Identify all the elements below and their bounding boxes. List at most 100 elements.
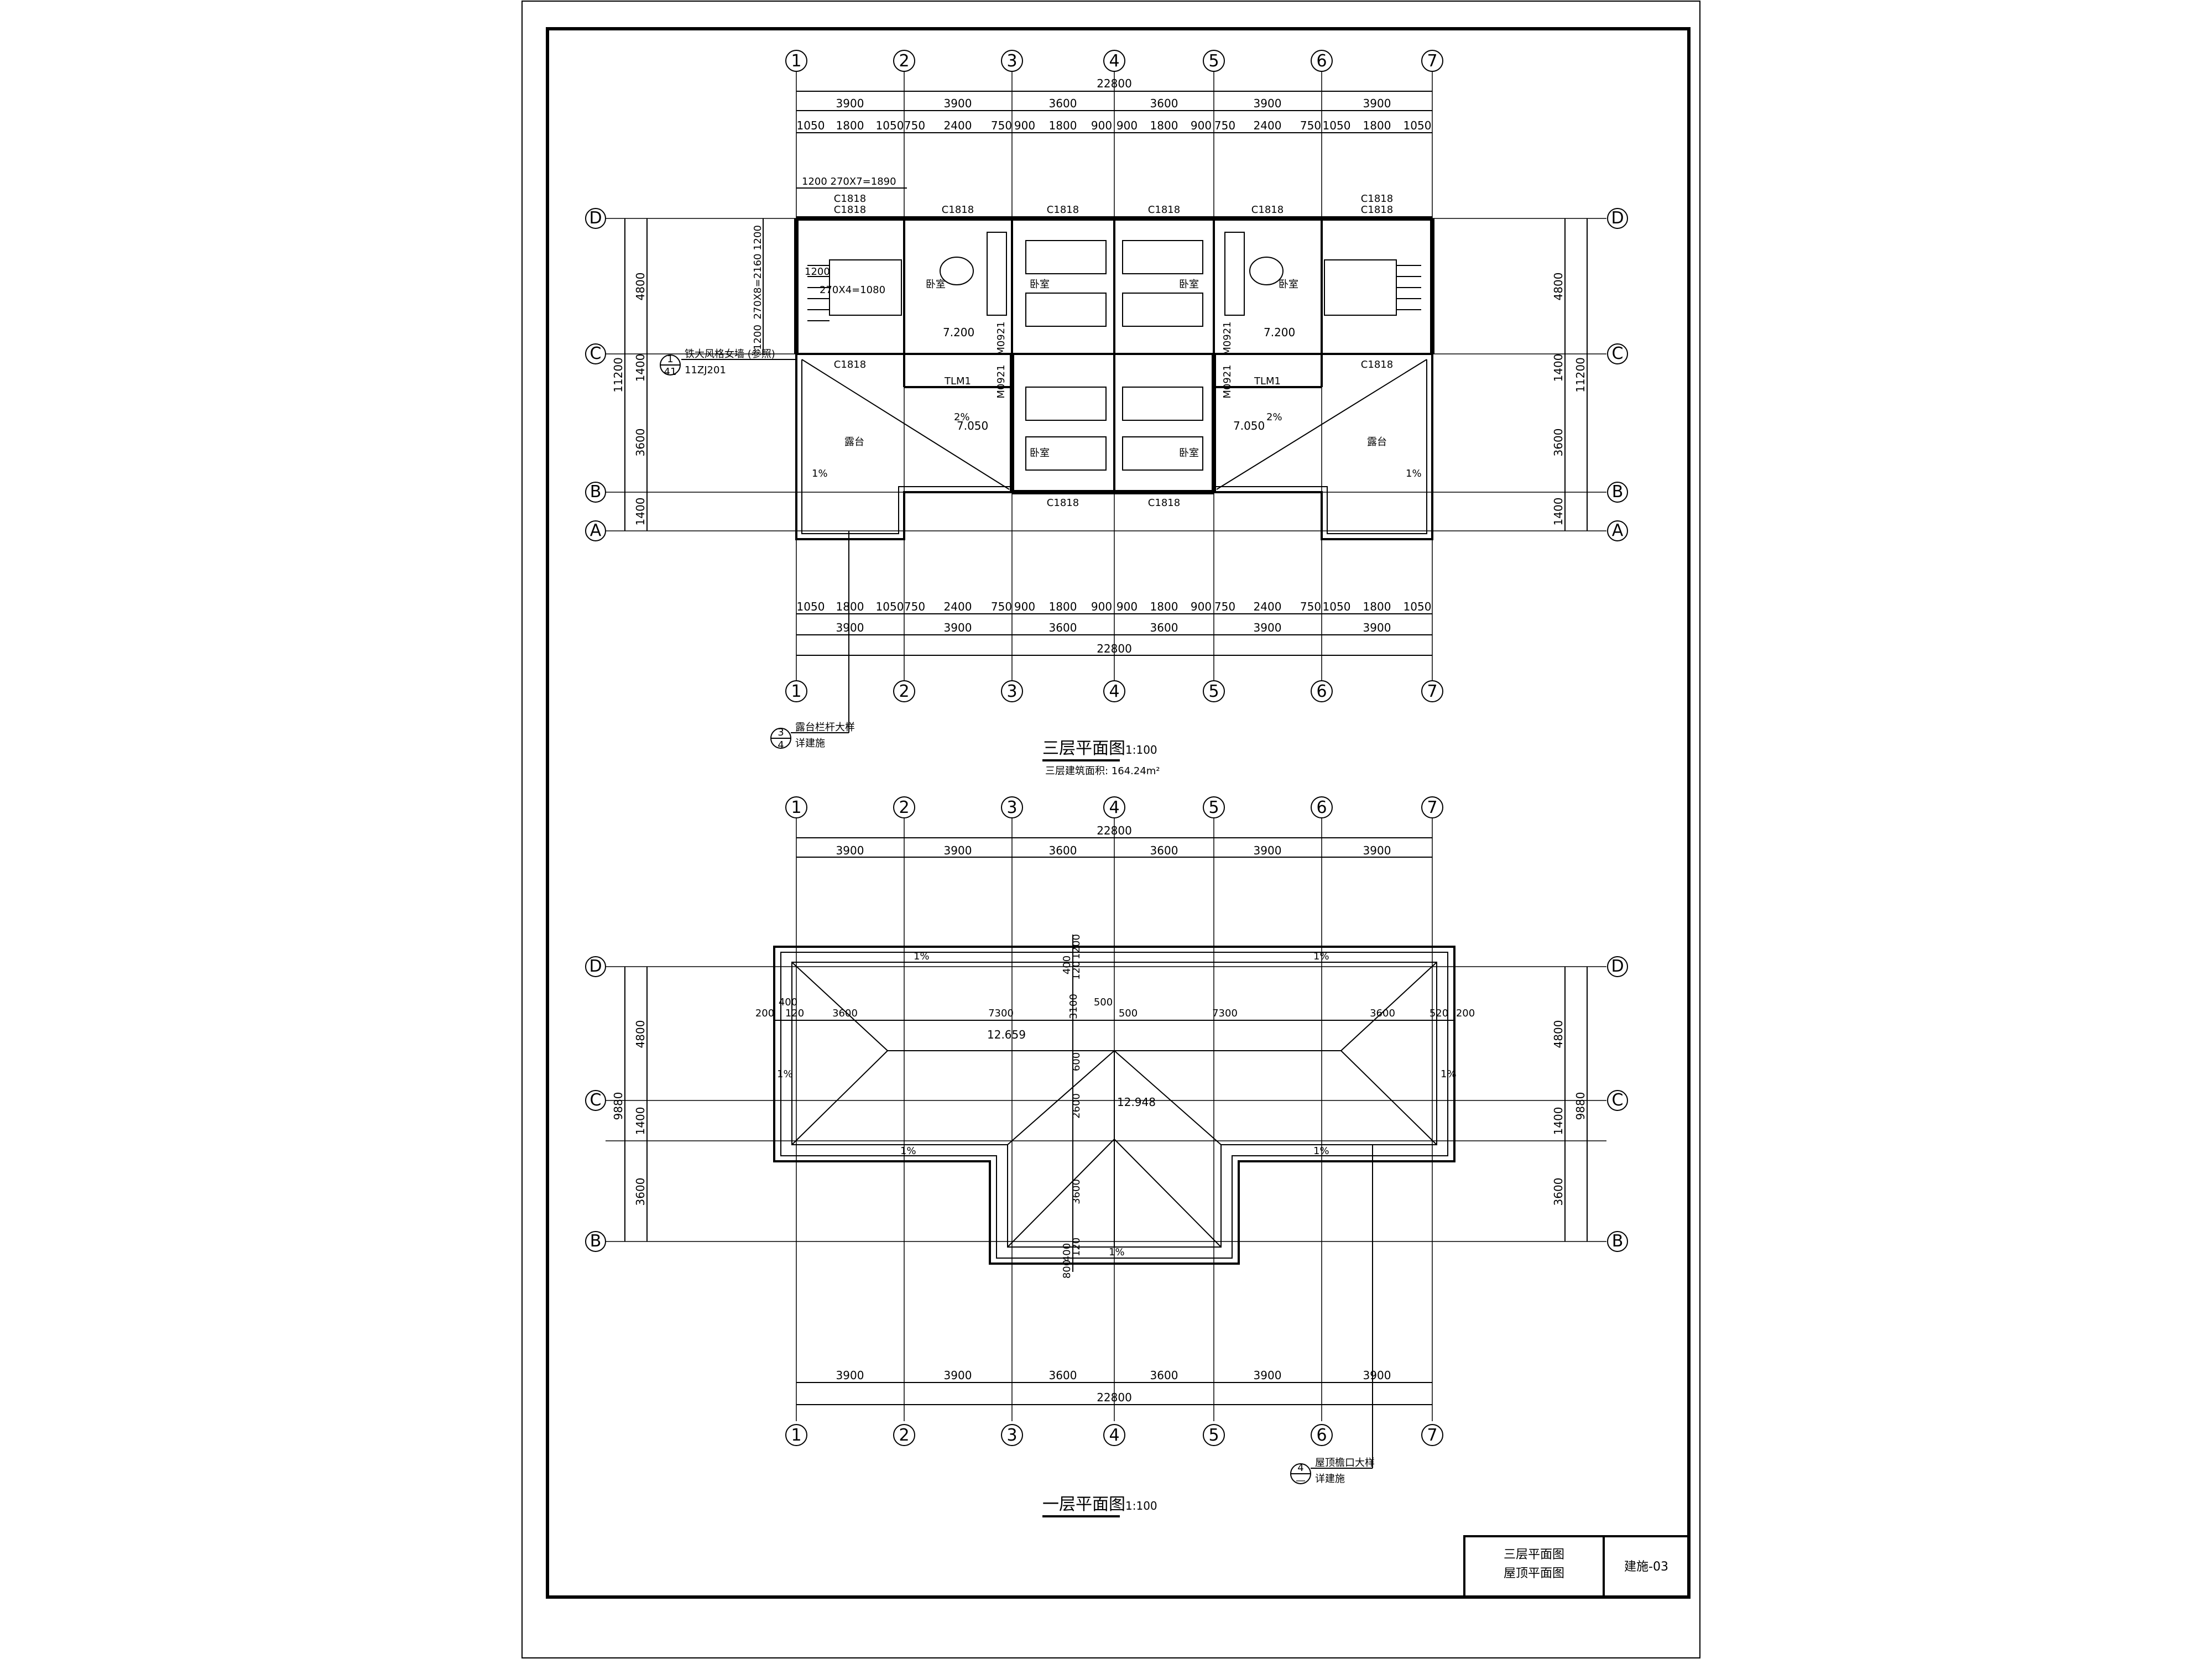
dim-bsub-17: 1800: [1363, 600, 1391, 613]
roof-inner-dim-5: 7300: [988, 1008, 1014, 1019]
detail-1-title: 铁大风格女墙 (参照): [685, 348, 775, 360]
roof-grid-bubble-2: 2: [899, 798, 909, 817]
bottom-dimensions: 1050 1800 1050 750 2400 750 900 1800 900…: [796, 600, 1432, 656]
window-tag-5: C1818: [1251, 204, 1284, 216]
dim-bsub-12: 900: [1191, 600, 1212, 613]
dim-bsub-10: 900: [1117, 600, 1138, 613]
grid-bubble-A-right: A: [1612, 521, 1624, 540]
roof-right-vertical-dimensions: 4800 1400 3600 9880: [1552, 967, 1588, 1241]
roof-plan: 1 2 3 4 5 6 7 22800 3900 3900 3600 3600 …: [585, 796, 1628, 1517]
door-tag-3: M0921: [1222, 321, 1233, 355]
dim-stair-mid: 270X4=1080: [820, 284, 885, 296]
roof-horizontal-grid-lines: D C B D C B: [585, 956, 1628, 1252]
grid-bubble-3: 3: [1006, 51, 1017, 71]
right-vertical-dimensions: 4800 1400 3600 1400 11200: [1552, 218, 1588, 531]
roof-top-dimensions: 22800 3900 3900 3600 3600 3900 3900: [796, 824, 1432, 858]
roof-grid-bubble-b7: 7: [1427, 1426, 1437, 1445]
top-grid-bubbles: 1 2 3 4 5 6 7: [785, 50, 1443, 72]
dim-bsub-4: 750: [904, 600, 925, 613]
detail-1-number: 1: [667, 353, 673, 365]
plan-title-roof: 一层平面图: [1042, 1495, 1125, 1514]
window-tag-1: C1818: [834, 204, 866, 216]
level-1: 7.200: [943, 326, 974, 339]
slope-3: 1%: [812, 468, 828, 479]
dim-sub-6: 750: [991, 119, 1012, 132]
roof-dim-left-total: 9880: [612, 1092, 625, 1120]
room-bedroom-5: 卧室: [1030, 447, 1050, 459]
roof-grid-bubble-D-left: D: [589, 957, 602, 976]
stair-dimensions: 1200 270X8=2160 1200 1200 270X7=1890 120…: [752, 176, 907, 354]
roof-dim-right-3: 3600: [1552, 1178, 1565, 1206]
roof-dim-total-top: 22800: [1097, 824, 1132, 837]
roof-inner-dim-15: 120: [1071, 961, 1082, 980]
window-tag-11: C1818: [834, 193, 866, 205]
dim-stair-left: 1200: [805, 266, 830, 278]
plan-scale-roof: 1:100: [1125, 1499, 1157, 1512]
roof-slope-2: 1%: [1313, 951, 1329, 962]
roof-dim-bbay-2: 3900: [944, 1369, 972, 1382]
roof-inner-dim-19: 120: [1071, 1238, 1082, 1256]
roof-slope-1: 1%: [914, 951, 930, 962]
title-block-sheet-number: 建施-03: [1624, 1560, 1668, 1574]
level-3: 7.050: [957, 419, 988, 432]
dim-bay-4: 3600: [1150, 97, 1178, 110]
dim-stair-1: 1200: [752, 225, 764, 251]
roof-grid-bubble-b5: 5: [1208, 1426, 1219, 1445]
slope-2: 2%: [1266, 411, 1282, 423]
room-bedroom-4: 卧室: [1279, 279, 1298, 290]
dim-bbay-4: 3600: [1150, 621, 1178, 634]
dim-bsub-16: 1050: [1323, 600, 1351, 613]
dim-bbay-5: 3900: [1254, 621, 1282, 634]
dim-bsub-3: 1050: [876, 600, 904, 613]
room-terrace-right: 露台: [1367, 436, 1387, 448]
roof-inner-dim-8: 500: [1119, 1008, 1138, 1019]
detail-4-number: 4: [1297, 1462, 1303, 1474]
dim-bsub-6: 750: [991, 600, 1012, 613]
plan-area-note: 三层建筑面积: 164.24m²: [1045, 765, 1160, 777]
dim-total-bottom: 22800: [1097, 642, 1132, 655]
roof-left-vertical-dimensions: 9880 4800 1400 3600: [612, 967, 648, 1241]
sheet-outer-border: [521, 1, 1700, 1658]
grid-bubble-D-right: D: [1611, 208, 1624, 228]
roof-grid-bubble-3: 3: [1006, 798, 1017, 817]
door-tags: M0921 M0921 M0921 M0921 TLM1 TLM1: [944, 321, 1281, 398]
stairs: [807, 232, 1421, 321]
dim-right-1: 4800: [1552, 273, 1565, 301]
dim-sub-5: 2400: [944, 119, 972, 132]
roof-dim-right-2: 1400: [1552, 1107, 1565, 1135]
grid-bubble-5: 5: [1208, 51, 1219, 71]
detail-4-title: 屋顶檐口大样: [1315, 1457, 1375, 1469]
bottom-grid-bubbles: 1 2 3 4 5 6 7: [785, 680, 1443, 702]
dim-sub-18: 1050: [1404, 119, 1432, 132]
roof-grid-bubble-b1: 1: [791, 1426, 801, 1445]
detail-3-title: 露台栏杆大样: [795, 722, 855, 733]
dim-left-4: 1400: [634, 498, 647, 526]
dim-left-1: 4800: [634, 273, 647, 301]
roof-grid-bubble-4: 4: [1109, 798, 1119, 817]
dim-bbay-3: 3600: [1049, 621, 1077, 634]
roof-dim-bbay-3: 3600: [1049, 1369, 1077, 1382]
dim-sub-14: 2400: [1254, 119, 1282, 132]
level-4: 7.050: [1233, 419, 1265, 432]
door-tag-6: TLM1: [1254, 375, 1281, 387]
dim-bay-6: 3900: [1363, 97, 1391, 110]
dim-bbay-6: 3900: [1363, 621, 1391, 634]
roof-level-2: 12.948: [1117, 1095, 1156, 1109]
dim-stair-top: 1200 270X7=1890: [802, 176, 896, 187]
roof-slope-4: 1%: [1441, 1068, 1457, 1080]
roof-inner-dim-18: 400: [1061, 1243, 1073, 1262]
window-tag-12: C1818: [1361, 193, 1393, 205]
dim-bay-5: 3900: [1254, 97, 1282, 110]
roof-slope-5: 1%: [900, 1145, 916, 1157]
window-tags: C1818 C1818 C1818 C1818 C1818 C1818 C181…: [834, 193, 1393, 509]
exterior-walls: [794, 216, 1434, 494]
window-tag-4: C1818: [1148, 204, 1180, 216]
window-tag-6: C1818: [1361, 204, 1393, 216]
dim-bsub-9: 900: [1091, 600, 1112, 613]
detail-3-sub: 详建施: [795, 738, 825, 749]
roof-grid-bubble-6: 6: [1316, 798, 1327, 817]
dim-bsub-14: 2400: [1254, 600, 1282, 613]
roof-grid-bubble-b2: 2: [899, 1426, 909, 1445]
roof-dim-left-2: 1400: [634, 1107, 647, 1135]
grid-bubble-b4: 4: [1109, 682, 1119, 701]
